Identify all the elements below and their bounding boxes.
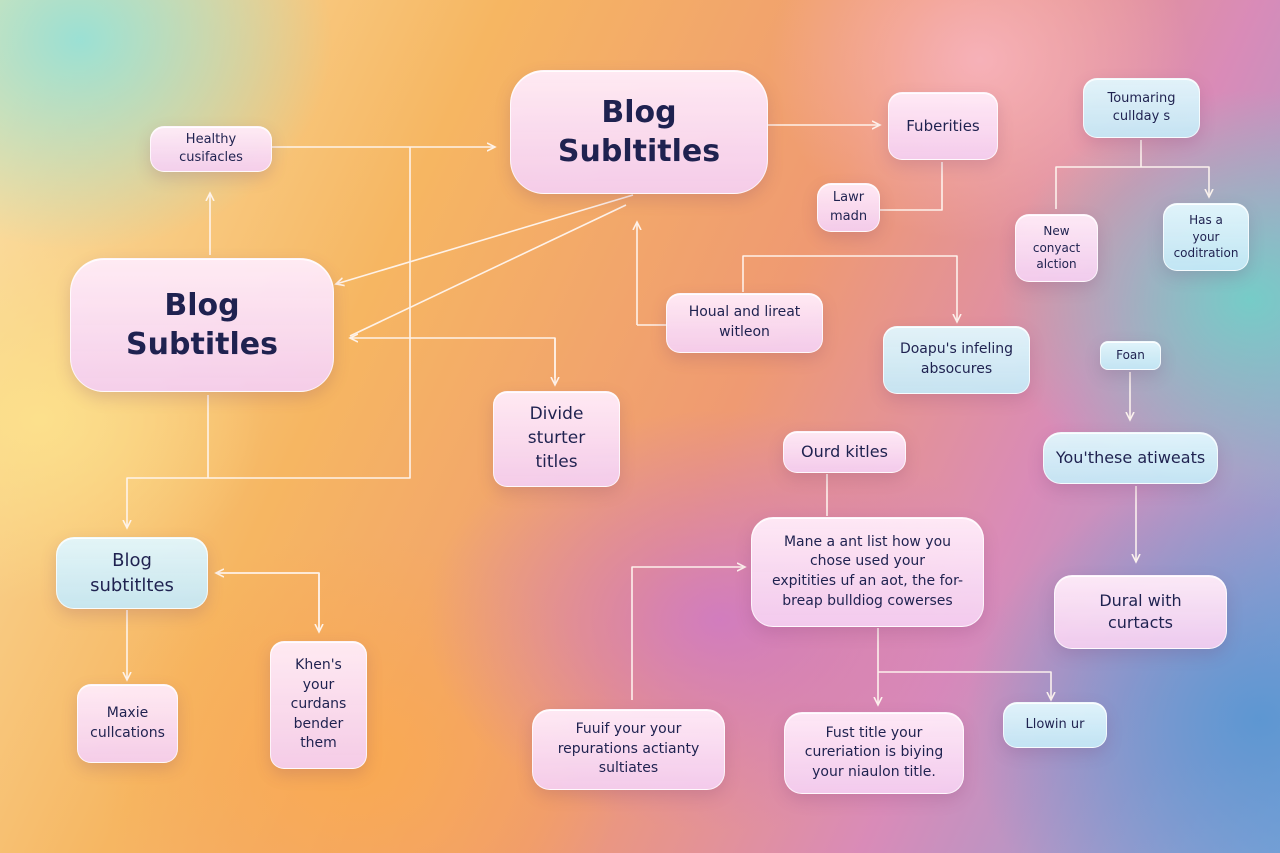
connector	[216, 573, 320, 632]
node-fuuif[interactable]: Fuuif your your repurations actianty sul…	[532, 709, 725, 790]
connector	[631, 567, 745, 700]
node-blog-subtitltes[interactable]: Blog subtitltes	[56, 537, 208, 609]
node-tourmaring[interactable]: Toumaring cullday s	[1083, 78, 1200, 138]
node-maxie[interactable]: Maxie cullcations	[77, 684, 178, 763]
node-lawr[interactable]: Lawr madn	[817, 183, 880, 232]
node-khens[interactable]: Khen's your curdans bender them	[270, 641, 367, 769]
node-new-conyact[interactable]: New conyact alction	[1015, 214, 1098, 282]
node-has-your[interactable]: Has a your coditration	[1163, 203, 1249, 271]
node-healthy[interactable]: Healthy cusifacles	[150, 126, 272, 172]
node-llowin[interactable]: Llowin ur	[1003, 702, 1107, 748]
connector	[216, 572, 319, 632]
node-houal[interactable]: Houal and lireat witleon	[666, 293, 823, 353]
node-divide[interactable]: Divide sturter titles	[493, 391, 620, 487]
main-topic-node-top[interactable]: Blog Subltitles	[510, 70, 768, 194]
node-mane-list[interactable]: Mane a ant list how you chose used your …	[751, 517, 984, 627]
connector	[1055, 166, 1209, 209]
node-doapu[interactable]: Doapu's infeling absocures	[883, 326, 1030, 394]
node-fuberities[interactable]: Fuberities	[888, 92, 998, 160]
connector	[336, 194, 634, 284]
connector	[878, 671, 1051, 700]
node-dural[interactable]: Dural with curtacts	[1054, 575, 1227, 649]
connector	[742, 255, 957, 322]
main-topic-node-left[interactable]: Blog Subtitles	[70, 258, 334, 392]
connector	[350, 338, 556, 378]
node-youthese[interactable]: You'these atiweats	[1043, 432, 1218, 484]
node-ourd-kitles[interactable]: Ourd kitles	[783, 431, 906, 473]
connector	[880, 162, 943, 211]
connector	[349, 204, 627, 337]
node-foan[interactable]: Foan	[1100, 341, 1161, 370]
connector	[127, 147, 411, 528]
node-fust-title[interactable]: Fust title your cureriation is biying yo…	[784, 712, 964, 794]
